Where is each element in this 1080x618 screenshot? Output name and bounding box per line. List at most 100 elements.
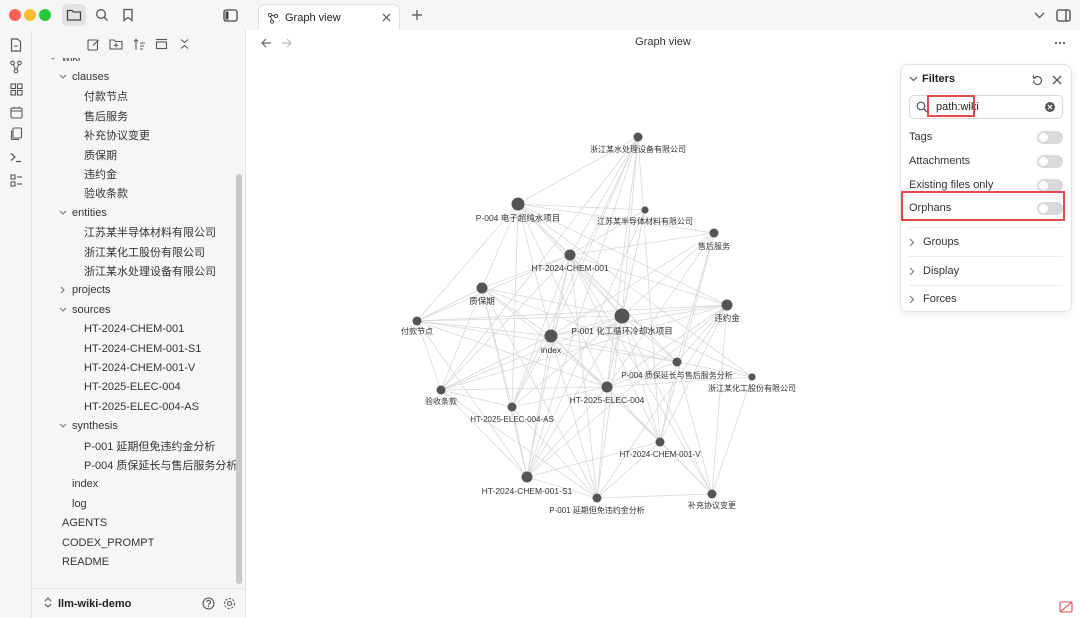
chevron-down-icon[interactable]: [1030, 6, 1048, 24]
graph-node-dot[interactable]: [601, 381, 613, 393]
graph-node[interactable]: P-004 质保延长与售后服务分析: [621, 357, 733, 381]
graph-view-icon[interactable]: [6, 57, 26, 77]
graph-node-dot[interactable]: [655, 437, 665, 447]
close-window-button[interactable]: [9, 9, 21, 21]
graph-node-dot[interactable]: [592, 493, 602, 503]
file-item[interactable]: 江苏某半导体材料有限公司: [84, 223, 216, 242]
file-item[interactable]: 售后服务: [84, 106, 128, 125]
section-groups[interactable]: Groups: [909, 232, 1063, 252]
terminal-icon[interactable]: [6, 147, 26, 167]
navigate-forward-icon[interactable]: [278, 35, 294, 51]
graph-node[interactable]: P-001 延期但免违约金分析: [549, 493, 645, 516]
sort-icon[interactable]: [130, 35, 148, 53]
new-folder-icon[interactable]: [107, 35, 125, 53]
graph-node[interactable]: HT-2025-ELEC-004: [570, 381, 645, 406]
orphans-toggle[interactable]: [1037, 201, 1063, 215]
file-item[interactable]: CODEX_PROMPT: [62, 533, 154, 552]
more-options-icon[interactable]: [1052, 35, 1068, 51]
calendar-icon[interactable]: [6, 102, 26, 122]
folder-item[interactable]: entities: [58, 203, 107, 222]
graph-node-dot[interactable]: [412, 316, 422, 326]
file-item[interactable]: index: [72, 475, 98, 494]
graph-canvas[interactable]: 浙江某水处理设备有限公司 P-004 电子超纯水项目 江苏某半导体材料有限公司售后服…: [246, 60, 1080, 618]
bookmark-icon[interactable]: [116, 4, 140, 26]
graph-node-dot[interactable]: [507, 402, 517, 412]
file-item[interactable]: HT-2024-CHEM-001: [84, 320, 184, 339]
graph-node[interactable]: HT-2025-ELEC-004-AS: [470, 402, 554, 425]
sidebar-toggle-icon[interactable]: [218, 4, 242, 26]
graph-node[interactable]: 付款节点: [401, 316, 433, 337]
graph-node[interactable]: 质保期: [469, 282, 495, 307]
bases-icon[interactable]: [6, 170, 26, 190]
file-item[interactable]: AGENTS: [62, 514, 107, 533]
close-filters-icon[interactable]: [1049, 72, 1065, 88]
file-item[interactable]: HT-2024-CHEM-001-S1: [84, 339, 201, 358]
navigate-back-icon[interactable]: [258, 35, 274, 51]
graph-node-dot[interactable]: [633, 132, 643, 142]
graph-node[interactable]: HT-2024-CHEM-001-S1: [482, 471, 573, 497]
filter-search-input[interactable]: [936, 101, 1036, 113]
file-item[interactable]: HT-2024-CHEM-001-V: [84, 358, 195, 377]
section-forces[interactable]: Forces: [909, 289, 1063, 309]
settings-gear-icon[interactable]: [223, 597, 236, 613]
graph-node[interactable]: P-004 电子超纯水项目: [476, 197, 561, 224]
graph-node[interactable]: 违约金: [714, 299, 740, 324]
new-tab-icon[interactable]: [408, 6, 426, 24]
graph-node-dot[interactable]: [709, 228, 719, 238]
graph-node[interactable]: 浙江某化工股份有限公司: [708, 373, 796, 393]
graph-node-dot[interactable]: [564, 249, 576, 261]
sync-status-icon[interactable]: [1058, 600, 1074, 614]
graph-node[interactable]: 售后服务: [698, 228, 730, 252]
tags-toggle[interactable]: [1037, 130, 1063, 144]
graph-node-dot[interactable]: [614, 308, 630, 324]
close-tab-icon[interactable]: [377, 9, 395, 27]
graph-node-dot[interactable]: [641, 206, 649, 214]
vault-switcher[interactable]: llm-wiki-demo: [32, 588, 246, 618]
right-sidebar-toggle-icon[interactable]: [1054, 6, 1072, 24]
folder-item[interactable]: projects: [58, 281, 111, 300]
restore-default-settings-icon[interactable]: [1029, 72, 1045, 88]
graph-node[interactable]: HT-2024-CHEM-001: [531, 249, 609, 274]
file-item[interactable]: 浙江某水处理设备有限公司: [84, 261, 216, 280]
auto-reveal-icon[interactable]: [152, 35, 170, 53]
folder-item[interactable]: clauses: [58, 67, 109, 86]
folder-item[interactable]: wiki: [48, 58, 80, 67]
graph-node-dot[interactable]: [544, 329, 558, 343]
folder-item[interactable]: sources: [58, 300, 111, 319]
existing-files-only-toggle[interactable]: [1037, 178, 1063, 192]
new-note-icon[interactable]: [84, 35, 102, 53]
graph-node[interactable]: 江苏某半导体材料有限公司: [597, 206, 693, 226]
file-item[interactable]: 违约金: [84, 164, 117, 183]
search-icon[interactable]: [90, 4, 114, 26]
minimize-window-button[interactable]: [24, 9, 36, 21]
sidebar-scrollbar[interactable]: [236, 174, 242, 584]
graph-node-dot[interactable]: [707, 489, 717, 499]
clear-search-icon[interactable]: [1044, 101, 1056, 113]
file-item[interactable]: HT-2025-ELEC-004-AS: [84, 397, 199, 416]
section-display[interactable]: Display: [909, 261, 1063, 281]
tab-graph-view[interactable]: Graph view: [258, 4, 400, 30]
maximize-window-button[interactable]: [39, 9, 51, 21]
graph-node[interactable]: HT-2024-CHEM-001-V: [620, 437, 702, 460]
graph-node-dot[interactable]: [521, 471, 533, 483]
folder-icon[interactable]: [62, 4, 86, 26]
graph-node-dot[interactable]: [476, 282, 488, 294]
graph-node-dot[interactable]: [748, 373, 756, 381]
graph-node-dot[interactable]: [672, 357, 682, 367]
graph-node[interactable]: 验收条款: [425, 385, 457, 407]
collapse-all-icon[interactable]: [175, 35, 193, 53]
graph-node[interactable]: index: [541, 329, 562, 356]
file-item[interactable]: 浙江某化工股份有限公司: [84, 242, 205, 261]
file-item[interactable]: HT-2025-ELEC-004: [84, 378, 181, 397]
file-item[interactable]: P-004 质保延长与售后服务分析: [84, 455, 237, 474]
file-item[interactable]: P-001 延期但免违约金分析: [84, 436, 215, 455]
filters-header[interactable]: Filters: [909, 73, 955, 85]
graph-node[interactable]: 浙江某水处理设备有限公司: [590, 132, 686, 155]
file-item[interactable]: 补充协议变更: [84, 126, 150, 145]
canvas-icon[interactable]: [6, 79, 26, 99]
folder-item[interactable]: synthesis: [58, 417, 118, 436]
attachments-toggle[interactable]: [1037, 154, 1063, 168]
file-item[interactable]: 付款节点: [84, 87, 128, 106]
graph-node-dot[interactable]: [511, 197, 525, 211]
file-item[interactable]: README: [62, 552, 109, 571]
